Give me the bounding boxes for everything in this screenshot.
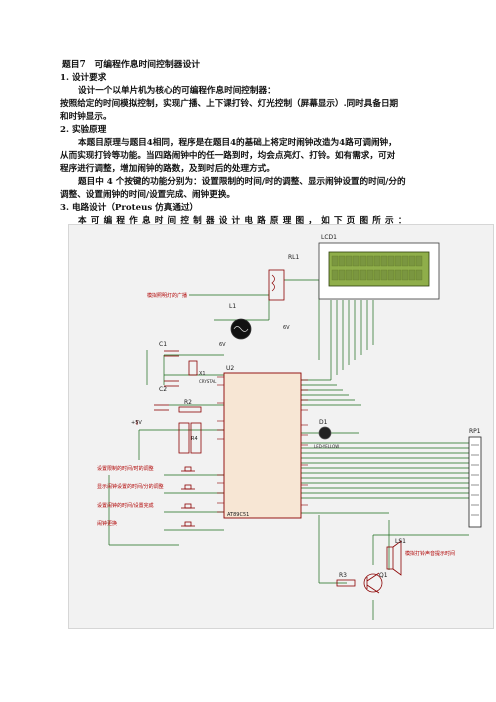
lamp: L1 6V 模拟照明灯的广播 — [147, 292, 252, 348]
key-3-note: 设置闹钟的时间/设置完成 — [97, 502, 154, 509]
x1-label: X1 — [199, 371, 206, 377]
relay-label: RL1 — [288, 254, 300, 261]
circuit-schematic: LCD1 RL1 6V L1 6V 模拟照明灯的广播 — [68, 224, 494, 629]
lamp-note: 模拟照明灯的广播 — [147, 292, 187, 299]
section-2-heading: 2. 实验原理 — [60, 125, 107, 135]
ls1-label: LS1 — [395, 538, 406, 545]
led-label: LED-YELLOW — [314, 444, 339, 449]
c2-label: C2 — [159, 386, 167, 393]
requirements-line-1: 设计一个以单片机为核心的可编程作息时间控制器： — [78, 86, 276, 96]
r4-label: R4 — [191, 436, 198, 442]
schematic-svg: LCD1 RL1 6V L1 6V 模拟照明灯的广播 — [97, 234, 482, 620]
doc-title: 题目7 可编程作息时间控制器设计 — [62, 60, 201, 70]
relay-voltage: 6V — [283, 325, 290, 331]
led: D1 LED-YELLOW — [314, 419, 339, 449]
principle-line-1: 本题目原理与题目4相同，程序是在题目4的基础上将定时闹钟改造为4路可调闹钟， — [78, 138, 397, 148]
requirements-line-2: 按照给定的时间模拟控制，实现广播、上下课打铃、灯光控制（屏幕显示）.同时具备日期 — [60, 99, 399, 109]
crystal-label: CRYSTAL — [199, 379, 217, 384]
principle-line-2: 从而实现打铃等功能。当四路闹钟中的任一路到时，均会点亮灯、打铃。如有需求，可对 — [60, 151, 396, 161]
buzzer-note: 模拟打铃声音提示时间 — [405, 550, 455, 557]
c1-label: C1 — [159, 341, 167, 348]
resistor-pack: RP1 — [468, 428, 482, 528]
d1-label: D1 — [319, 419, 328, 426]
requirements-line-3: 和时钟显示。 — [60, 112, 112, 122]
principle-line-4: 题目中 4 个按键的功能分别为：设置限制的时间/时的调整、显示闹钟设置的时间/分… — [78, 177, 406, 187]
reset-network — [136, 420, 202, 454]
key-1-note: 设置限制的时间/时的调整 — [97, 465, 154, 472]
rp1-label: RP1 — [469, 428, 481, 435]
circuit-intro-line: 本可编程作息时间控制器设计电路原理图，如下页图所示： — [78, 216, 411, 226]
principle-line-3: 程序进行调整，增加闹钟的路数，及到时后的处理方式。 — [60, 164, 275, 174]
mcu-chip: U2 AT89C51 — [217, 365, 308, 519]
key-4-note: 闹钟更换 — [97, 520, 117, 527]
r3-label: R3 — [339, 572, 347, 579]
q1-label: Q1 — [379, 572, 388, 579]
lamp-label: L1 — [229, 303, 236, 310]
key-2-note: 显示闹钟设置的时间/分的调整 — [97, 483, 164, 490]
buzzer-driver — [336, 540, 402, 594]
chip-label: AT89C51 — [227, 512, 249, 518]
relay: RL1 6V — [268, 254, 300, 331]
u2-label: U2 — [226, 365, 234, 372]
oscillator — [154, 350, 202, 413]
r2-label: R2 — [184, 399, 192, 406]
principle-line-5: 调整、设置闹钟的时间/设置完成、闹钟更换。 — [60, 190, 236, 200]
section-1-heading: 1. 设计要求 — [60, 73, 107, 83]
wires — [108, 279, 469, 620]
lcd-module: LCD1 — [318, 234, 440, 300]
section-3-heading: 3. 电路设计（Proteus 仿真通过） — [60, 203, 199, 213]
lcd-label: LCD1 — [321, 234, 337, 241]
keys — [181, 466, 195, 527]
vcc-label: +5V — [131, 420, 142, 426]
lamp-voltage: 6V — [219, 342, 226, 348]
